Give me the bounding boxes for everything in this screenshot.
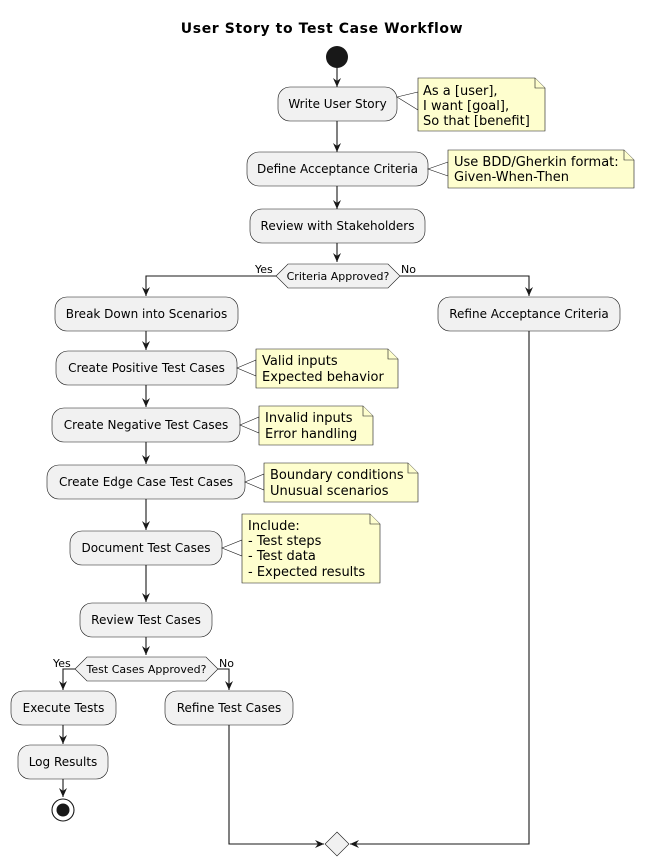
note-line: As a [user],: [423, 84, 498, 99]
note-acceptance-criteria: Use BDD/Gherkin format: Given-When-Then: [427, 149, 635, 189]
activity-label: Log Results: [29, 755, 98, 769]
activity-create-positive-test-cases: Create Positive Test Cases: [55, 350, 238, 386]
activity-create-edge-case-test-cases: Create Edge Case Test Cases: [46, 464, 246, 500]
note-document-test-cases: Include: - Test steps - Test data - Expe…: [221, 513, 381, 584]
branch-no-label: No: [219, 657, 234, 670]
decision-test-cases-approved: Test Cases Approved? Yes No: [52, 656, 234, 682]
activity-document-test-cases: Document Test Cases: [69, 530, 223, 566]
activity-refine-acceptance-criteria: Refine Acceptance Criteria: [437, 296, 621, 332]
activity-break-down-into-scenarios: Break Down into Scenarios: [54, 296, 239, 332]
note-positive-test-cases: Valid inputs Expected behavior: [236, 348, 399, 389]
note-negative-test-cases: Invalid inputs Error handling: [239, 405, 374, 446]
flow-yes-to-execute: [59, 668, 75, 690]
flow-no-to-refine: [400, 275, 533, 296]
note-edge-case-test-cases: Boundary conditions Unusual scenarios: [244, 462, 419, 503]
note-line: Boundary conditions: [270, 468, 404, 483]
activity-label: Review Test Cases: [91, 613, 201, 627]
note-line: Use BDD/Gherkin format:: [454, 155, 619, 170]
activity-label: Review with Stakeholders: [261, 219, 415, 233]
merge-node: [324, 831, 350, 857]
decision-criteria-approved: Criteria Approved? Yes No: [254, 263, 416, 289]
activity-label: Refine Test Cases: [177, 701, 282, 715]
branch-yes-label: Yes: [254, 263, 273, 276]
note-line: So that [benefit]: [423, 114, 530, 129]
note-line: Valid inputs: [262, 354, 338, 369]
activity-label: Create Positive Test Cases: [68, 361, 225, 375]
note-line: I want [goal],: [423, 99, 509, 114]
activity-label: Break Down into Scenarios: [66, 307, 227, 321]
activity-label: Document Test Cases: [81, 541, 210, 555]
note-line: Expected behavior: [262, 370, 384, 385]
activity-label: Create Edge Case Test Cases: [59, 475, 233, 489]
note-line: Unusual scenarios: [270, 484, 389, 499]
activity-log-results: Log Results: [17, 744, 109, 780]
flow-no-to-refine-tests: [218, 668, 233, 690]
activity-review-with-stakeholders: Review with Stakeholders: [249, 208, 426, 244]
activity-label: Define Acceptance Criteria: [257, 162, 418, 176]
activity-label: Write User Story: [288, 97, 386, 111]
branch-yes-label: Yes: [52, 657, 71, 670]
start-node: [326, 46, 348, 68]
flow-refine-tests-to-merge: [228, 725, 324, 848]
note-user-story: As a [user], I want [goal], So that [ben…: [396, 77, 546, 132]
flow-yes-to-breakdown: [142, 275, 276, 296]
activity-write-user-story: Write User Story: [277, 86, 398, 122]
activity-define-acceptance-criteria: Define Acceptance Criteria: [246, 151, 429, 187]
note-line: Include:: [248, 519, 300, 534]
activity-execute-tests: Execute Tests: [10, 690, 117, 726]
end-node: [51, 798, 75, 822]
note-line: Invalid inputs: [265, 411, 353, 426]
activity-review-test-cases: Review Test Cases: [79, 602, 213, 638]
note-line: - Test steps: [248, 534, 322, 549]
activity-create-negative-test-cases: Create Negative Test Cases: [51, 407, 241, 443]
note-line: - Expected results: [248, 565, 365, 580]
activity-label: Execute Tests: [23, 701, 105, 715]
note-line: Given-When-Then: [454, 170, 569, 185]
decision-label: Criteria Approved?: [287, 270, 390, 283]
note-line: Error handling: [265, 427, 357, 442]
activity-label: Create Negative Test Cases: [64, 418, 228, 432]
diagram-title: User Story to Test Case Workflow: [181, 21, 463, 37]
note-line: - Test data: [248, 549, 316, 564]
activity-refine-test-cases: Refine Test Cases: [164, 690, 294, 726]
activity-label: Refine Acceptance Criteria: [449, 307, 609, 321]
decision-label: Test Cases Approved?: [86, 663, 207, 676]
flow-refine-criteria-to-merge: [350, 331, 530, 848]
flow-lines: [59, 68, 533, 848]
branch-no-label: No: [401, 263, 416, 276]
